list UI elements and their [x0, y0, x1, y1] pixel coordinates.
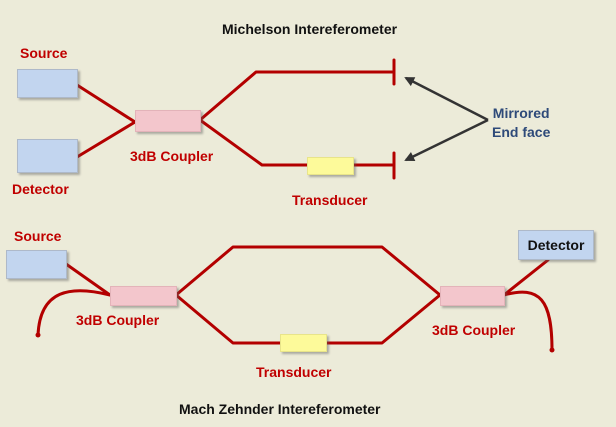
mz-source-box	[6, 250, 67, 279]
mz-transducer	[280, 334, 327, 352]
mirror-label-line2: End face	[492, 124, 551, 140]
mz-interferometer-arms	[174, 245, 442, 345]
mz-right-fiber-end	[549, 347, 555, 353]
mirror-arrow-upper	[404, 76, 489, 122]
michelson-source-fiber	[75, 83, 137, 124]
michelson-detector-box	[17, 139, 78, 173]
mz-source-label: Source	[14, 228, 62, 244]
mz-detector-box: Detector	[518, 230, 594, 260]
michelson-source-label: Source	[20, 45, 68, 61]
michelson-source-box	[17, 69, 78, 98]
michelson-upper-arm	[198, 70, 394, 122]
mirrored-end-face-label: Mirrored End face	[492, 104, 550, 142]
michelson-title: Michelson Intereferometer	[222, 21, 398, 37]
michelson-transducer	[307, 157, 354, 175]
michelson-transducer-label: Transducer	[292, 192, 368, 208]
michelson-lower-arm	[198, 118, 394, 167]
mz-right-coupler-label: 3dB Coupler	[432, 322, 516, 338]
michelson-coupler-label: 3dB Coupler	[130, 148, 214, 164]
mz-left-coupler-label: 3dB Coupler	[76, 312, 160, 328]
mz-left-coupler	[110, 286, 177, 306]
mirror-arrow-lower	[404, 118, 489, 162]
mz-transducer-label: Transducer	[256, 364, 332, 380]
mirror-label-line1: Mirrored	[492, 105, 550, 121]
mz-detector-fiber	[502, 258, 550, 297]
mz-left-loose-fiber	[36, 289, 112, 337]
mz-left-fiber-end	[35, 332, 41, 338]
michelson-detector-fiber	[75, 120, 137, 159]
mz-right-loose-fiber	[502, 290, 554, 352]
michelson-detector-label: Detector	[12, 181, 69, 197]
mz-right-coupler	[440, 286, 505, 306]
michelson-coupler	[135, 110, 201, 132]
mz-title: Mach Zehnder Intereferometer	[179, 401, 381, 417]
mz-source-fiber	[64, 262, 112, 297]
